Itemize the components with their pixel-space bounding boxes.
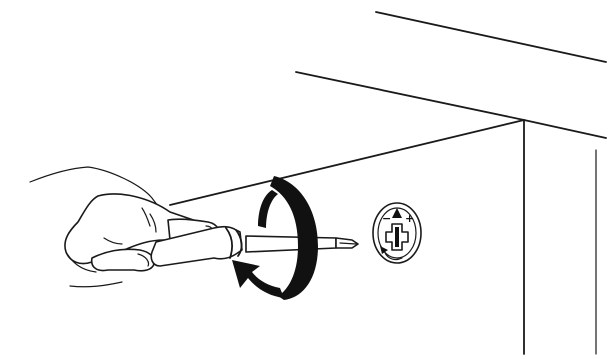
tip-groove [339,242,357,245]
thumb-nail [137,253,150,267]
rotation-arrow-icon [232,176,318,300]
rotation-band-back [258,190,278,228]
screwdriver-handle [150,225,243,267]
panel-surface-edge [169,119,525,206]
cam-curve-arrowhead [380,246,388,254]
cam-fitting-icon: − + [372,202,422,264]
hand-icon [29,166,221,288]
knuckle-crease [149,213,157,233]
cam-plus-sign: + [405,212,414,225]
wrist-lower-contour [69,281,123,288]
knuckle-crease [141,207,151,227]
back-top-edge [375,11,607,63]
palm-crease [103,237,123,245]
cabinet-panel [169,11,607,355]
handle-rib [225,227,233,259]
screwdriver-shaft [245,235,337,253]
finger-curl [65,251,97,273]
cam-direction-triangle [392,208,402,218]
cam-minus-sign: − [382,212,391,225]
side-top-edge [523,119,607,139]
cam-slot-center [395,227,399,247]
rotation-band [270,176,318,300]
panel-top-edge [295,71,525,121]
handle-rib [235,229,243,257]
rotation-arrowhead [232,260,284,298]
